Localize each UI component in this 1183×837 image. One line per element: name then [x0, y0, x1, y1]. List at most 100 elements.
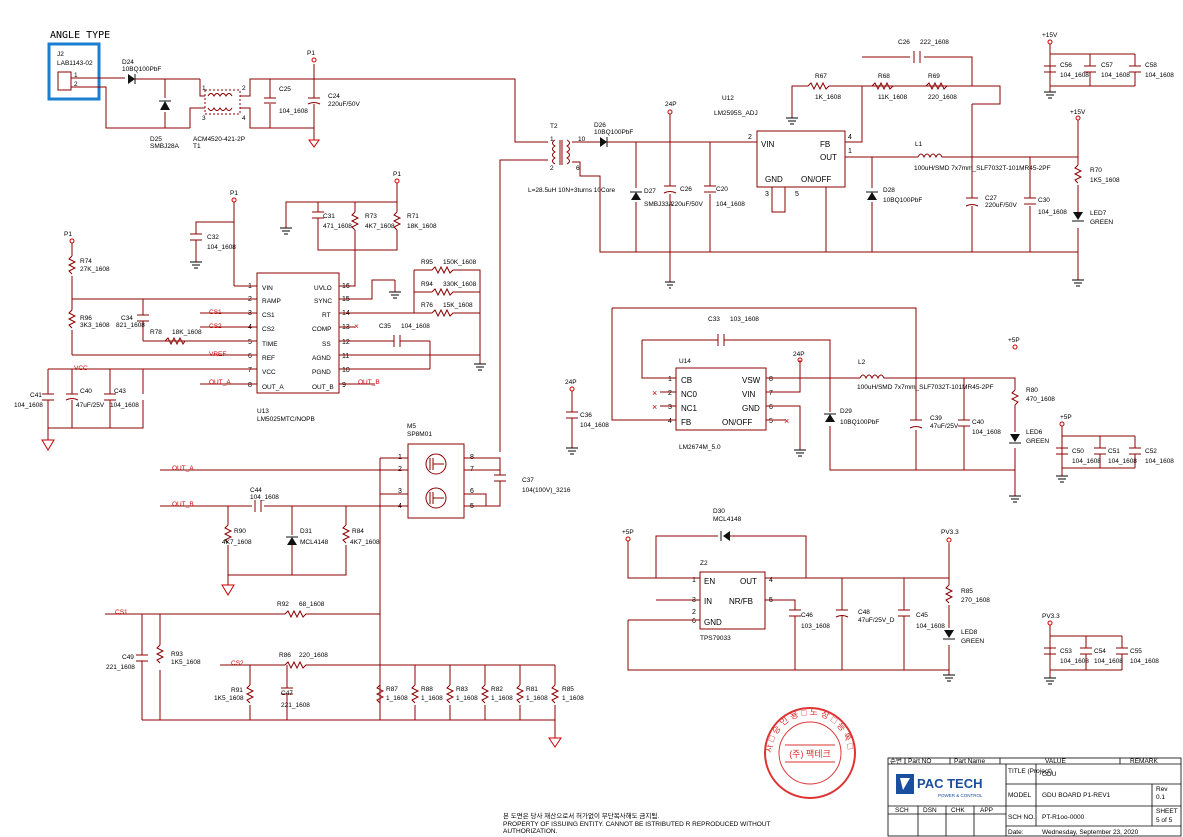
- r93-value: 1K5_1608: [171, 659, 201, 666]
- r91-value: 1K5_1608: [214, 695, 244, 702]
- d28-ref: D28: [883, 187, 895, 194]
- c25-ref: C25: [279, 86, 291, 93]
- u12-pin4: 4: [848, 134, 852, 141]
- c31-ref: C31: [323, 213, 335, 220]
- r95-value: 150K_1608: [443, 259, 477, 266]
- r81-value: 1_1608: [526, 695, 548, 702]
- c40b-ref: C40: [972, 419, 984, 426]
- pwr-pv33-z2: PV3.3: [941, 529, 959, 536]
- r85b-value: 270_1608: [961, 597, 990, 604]
- c33-ref: C33: [708, 316, 720, 323]
- c30-ref: C30: [1038, 197, 1050, 204]
- r74-symbol: [67, 255, 77, 275]
- r73-symbol: [350, 211, 360, 231]
- r87-value: 1_1608: [386, 695, 408, 702]
- r92-value: 68_1608: [299, 601, 325, 608]
- svg-text:6: 6: [692, 618, 696, 625]
- d27-value: SMBJ33A: [644, 201, 674, 208]
- c20-value: 104_1608: [716, 201, 745, 208]
- r78-symbol: [164, 336, 186, 346]
- tb-title-label: TITLE (Project): [1008, 768, 1052, 775]
- p1-r71-label: P1: [393, 171, 401, 178]
- p1-top-label: P1: [307, 50, 315, 57]
- c48-value: 47uF/25V_D: [858, 617, 895, 624]
- c20-ref: C20: [716, 186, 728, 193]
- c34-ref: C34: [121, 315, 133, 322]
- r84-ref: R84: [352, 528, 364, 535]
- connector-highlight: [47, 42, 101, 101]
- tb-sign-dsn: DSN: [923, 807, 937, 814]
- d25-ref: D25: [150, 136, 162, 143]
- t2-pin2: 2: [550, 165, 554, 172]
- r95-ref: R95: [421, 259, 433, 266]
- c26b-ref: C26: [898, 39, 910, 46]
- tb-sign-chk: CHK: [951, 807, 965, 814]
- u12-bottom-wire: [771, 187, 827, 252]
- svg-text:8: 8: [248, 382, 252, 389]
- c47-ref: C47: [281, 690, 293, 697]
- r80-value: 470_1608: [1026, 396, 1055, 403]
- d24-symbol: [128, 74, 135, 84]
- c53-ref: C53: [1060, 648, 1072, 655]
- c48-ref: C48: [858, 609, 870, 616]
- t1-ref: T1: [193, 143, 201, 150]
- d26-value: 10BQ100PbF: [594, 129, 633, 136]
- svg-text:8: 8: [769, 376, 773, 383]
- c45-value: 104_1608: [916, 623, 945, 630]
- r70-symbol: [1073, 164, 1083, 184]
- tb-schno-label: SCH NO.: [1008, 814, 1035, 821]
- svg-text:11: 11: [342, 353, 349, 360]
- u14-value: LM2674M_5.0: [679, 444, 721, 451]
- u13-body: [256, 272, 340, 394]
- r70-value: 1K5_1608: [1090, 177, 1120, 184]
- net-out-a: OUT_A: [172, 465, 194, 472]
- svg-text:NC1: NC1: [681, 404, 698, 413]
- c35-value: 104_1608: [401, 323, 430, 330]
- r85-value: 1_1608: [562, 695, 584, 702]
- c24-value: 220uF/50V: [328, 101, 360, 108]
- pactech-logo: PAC TECH POWER & CONTROL: [896, 774, 983, 798]
- d26-ref: D26: [594, 122, 606, 129]
- c31-value: 471_1608: [323, 223, 352, 230]
- r94-value: 330K_1608: [443, 281, 477, 288]
- z2-wires: [627, 535, 950, 675]
- tb-schno: PT-R1oo-0000: [1042, 814, 1085, 821]
- c43-value: 104_1608: [110, 402, 139, 409]
- c40b-value: 104_1608: [972, 429, 1001, 436]
- r86-ref: R86: [279, 652, 291, 659]
- r84-value: 4K7_1608: [350, 539, 380, 546]
- led7-value: GREEN: [1090, 219, 1113, 226]
- t2-pin6: 6: [576, 165, 580, 172]
- d28-symbol: [867, 192, 877, 200]
- led6-ref: LED6: [1026, 429, 1043, 436]
- t1-pin2: 2: [242, 85, 246, 92]
- c52-value: 104_1608: [1145, 458, 1174, 465]
- led7-ref: LED7: [1090, 210, 1107, 217]
- r94-ref: R94: [421, 281, 433, 288]
- u12-pin1: 1: [848, 148, 852, 155]
- tb-date-label: Date:: [1008, 829, 1024, 836]
- d24-value: 10BQ100PbF: [122, 66, 161, 73]
- j2-pin2: 2: [74, 81, 78, 88]
- p1-top-symbol: [311, 57, 317, 63]
- c49-value: 221_1608: [106, 664, 135, 671]
- svg-text:10: 10: [342, 367, 350, 374]
- c27-value: 220uF/50V: [985, 202, 1017, 209]
- r76-symbol: [431, 308, 460, 318]
- approval-stamp: (주) 팩테크 사 □ 승 인 용 □ 도 장 □ 등 록 □: [764, 707, 856, 799]
- svg-text:사 □ 승 인 용 □ 도 장 □ 등 록 □: 사 □ 승 인 용 □ 도 장 □ 등 록 □: [764, 707, 856, 753]
- svg-text:GND: GND: [742, 404, 760, 413]
- net-out-a-left: OUT_A: [209, 379, 231, 386]
- svg-text:VCC: VCC: [262, 369, 276, 376]
- title-block: 순번 Part NO Part Name VALUE REMARK TITLE …: [887, 756, 1182, 837]
- svg-text:OUT_A: OUT_A: [262, 384, 284, 391]
- t2-pin10: 10: [578, 136, 586, 143]
- r96-value: 3K3_1608: [80, 322, 110, 329]
- notice-line1: PROPERTY OF ISSUING ENTITY. CANNOT BE IS…: [503, 821, 771, 828]
- svg-text:CS1: CS1: [262, 312, 275, 319]
- l1-value: 100uH/SMD 7x7mm_SLF7032T-101MR45-2PF: [914, 165, 1051, 172]
- vcc-caps-wire: [47, 368, 144, 440]
- r90-ref: R90: [234, 528, 246, 535]
- r91-symbol: [245, 684, 255, 704]
